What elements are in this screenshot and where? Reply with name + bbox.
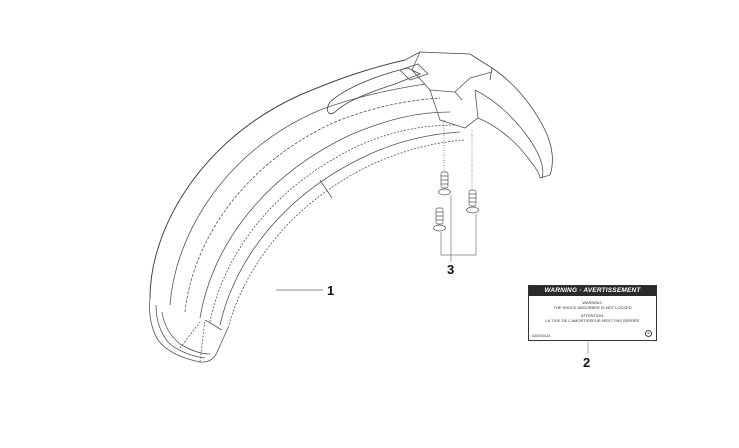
warning-label: WARNING - AVERTISSEMENT WARNING: THE SHO…	[528, 285, 657, 341]
recycle-symbol-icon: ⊛	[645, 330, 652, 337]
callout-3: 3	[447, 262, 455, 277]
callout-1: 1	[327, 283, 335, 298]
warning-label-line1: THE SHOCK ABSORBER IS NOT LOCKED	[553, 305, 632, 310]
warning-label-footer: A46004AJA	[532, 334, 551, 338]
warning-label-line2: LA TIGE DE L'AMORTISSEUR N'EST PAS SERRÉ…	[545, 318, 640, 323]
fender-screws	[433, 120, 479, 262]
warning-label-header: WARNING - AVERTISSEMENT	[529, 286, 656, 296]
callout-2: 2	[583, 355, 591, 370]
front-fender	[149, 51, 553, 363]
warning-label-line2-title: ATTENTION:	[580, 313, 605, 318]
warning-label-line1-title: WARNING:	[582, 300, 603, 305]
